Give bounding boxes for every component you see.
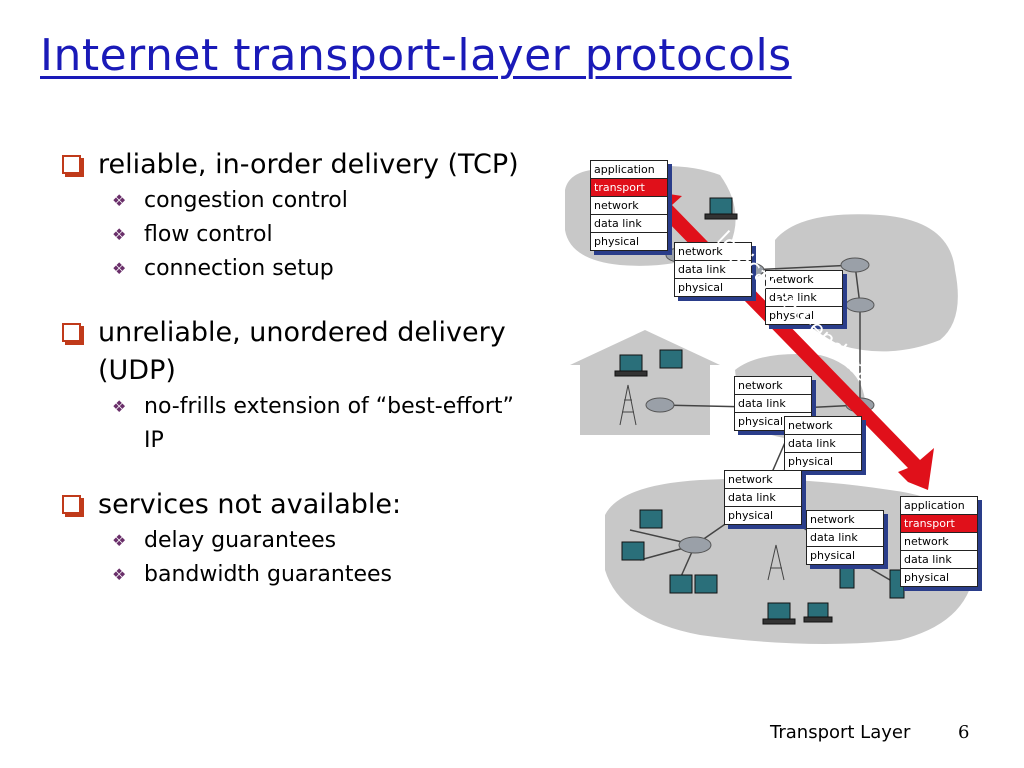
page-number: 6: [958, 722, 970, 743]
laptop-icon: [614, 197, 833, 625]
layer-physical: physical: [766, 306, 842, 324]
sub-bullet: ❖ delay guarantees: [62, 524, 592, 558]
layer-network: network: [678, 245, 723, 258]
antenna-tower-icon: [619, 384, 785, 581]
bullet-udp: unreliable, unordered delivery (UDP): [62, 314, 592, 390]
layer-data-link: data link: [766, 288, 842, 306]
square-bullet-icon: [62, 495, 81, 514]
sub-bullet-text: flow control: [144, 222, 273, 247]
bullet-text: services not available:: [98, 489, 402, 520]
diamond-bullet-icon: ❖: [112, 225, 127, 244]
square-bullet-icon: [62, 323, 81, 342]
home-house: [570, 330, 720, 435]
diamond-bullet-icon: ❖: [112, 191, 127, 210]
router-protocol-stack: network data link physical: [806, 510, 884, 565]
layer-data-link: data link: [785, 434, 861, 452]
sub-bullet-text: connection setup: [144, 256, 334, 281]
layer-physical: physical: [807, 546, 883, 564]
layer-physical: physical: [675, 278, 751, 296]
router-protocol-stack: network data link physical: [674, 242, 752, 297]
sub-bullet: ❖ congestion control: [62, 184, 592, 218]
layer-network: network: [810, 513, 855, 526]
layer-application: application: [594, 163, 655, 176]
sub-bullet: ❖ no-frills extension of “best-effort” IP: [62, 390, 524, 458]
square-bullet-icon: [62, 155, 81, 174]
sub-bullet-text: delay guarantees: [144, 528, 337, 553]
layer-data-link: data link: [591, 214, 667, 232]
sub-bullet: ❖ bandwidth guarantees: [62, 558, 592, 592]
sub-bullet: ❖ connection setup: [62, 252, 592, 286]
layer-network: network: [769, 273, 814, 286]
bullet-text: unreliable, unordered delivery (UDP): [98, 317, 506, 386]
diamond-bullet-icon: ❖: [112, 565, 127, 584]
router-protocol-stack: network data link physical: [724, 470, 802, 525]
sub-bullet-text: no-frills extension of “best-effort” IP: [144, 394, 514, 453]
router-protocol-stack: network data link physical: [765, 270, 843, 325]
layer-network: network: [738, 379, 783, 392]
footer-label: Transport Layer: [770, 722, 911, 743]
diamond-bullet-icon: ❖: [112, 397, 127, 416]
layer-physical: physical: [725, 506, 801, 524]
layer-application: application: [904, 499, 965, 512]
diamond-bullet-icon: ❖: [112, 531, 127, 550]
layer-data-link: data link: [807, 528, 883, 546]
sub-bullet-text: bandwidth guarantees: [144, 562, 393, 587]
layer-physical: physical: [735, 412, 811, 430]
router-protocol-stack: network data link physical: [734, 376, 812, 431]
slide-title: Internet transport-layer protocols: [40, 30, 792, 81]
layer-physical: physical: [785, 452, 861, 470]
sub-bullet: ❖ flow control: [62, 218, 592, 252]
bullet-unavailable: services not available:: [62, 486, 592, 524]
diamond-bullet-icon: ❖: [112, 259, 127, 278]
layer-transport: transport: [901, 514, 977, 532]
bullet-tcp: reliable, in-order delivery (TCP): [62, 146, 592, 184]
layer-network: network: [901, 532, 977, 550]
host-protocol-stack-source: application transport network data link …: [590, 160, 668, 251]
bullet-list: reliable, in-order delivery (TCP) ❖ conge…: [62, 146, 592, 592]
sub-bullet-text: congestion control: [144, 188, 348, 213]
layer-transport: transport: [591, 178, 667, 196]
layer-data-link: data link: [675, 260, 751, 278]
layer-network: network: [591, 196, 667, 214]
layer-network: network: [788, 419, 833, 432]
network-diagram: application transport network data link …: [560, 150, 1020, 650]
layer-physical: physical: [591, 232, 667, 250]
layer-physical: physical: [901, 568, 977, 586]
router-protocol-stack: network data link physical: [784, 416, 862, 471]
layer-data-link: data link: [725, 488, 801, 506]
layer-data-link: data link: [901, 550, 977, 568]
layer-data-link: data link: [735, 394, 811, 412]
bullet-text: reliable, in-order delivery (TCP): [98, 149, 519, 180]
host-protocol-stack-destination: application transport network data link …: [900, 496, 978, 587]
layer-network: network: [728, 473, 773, 486]
